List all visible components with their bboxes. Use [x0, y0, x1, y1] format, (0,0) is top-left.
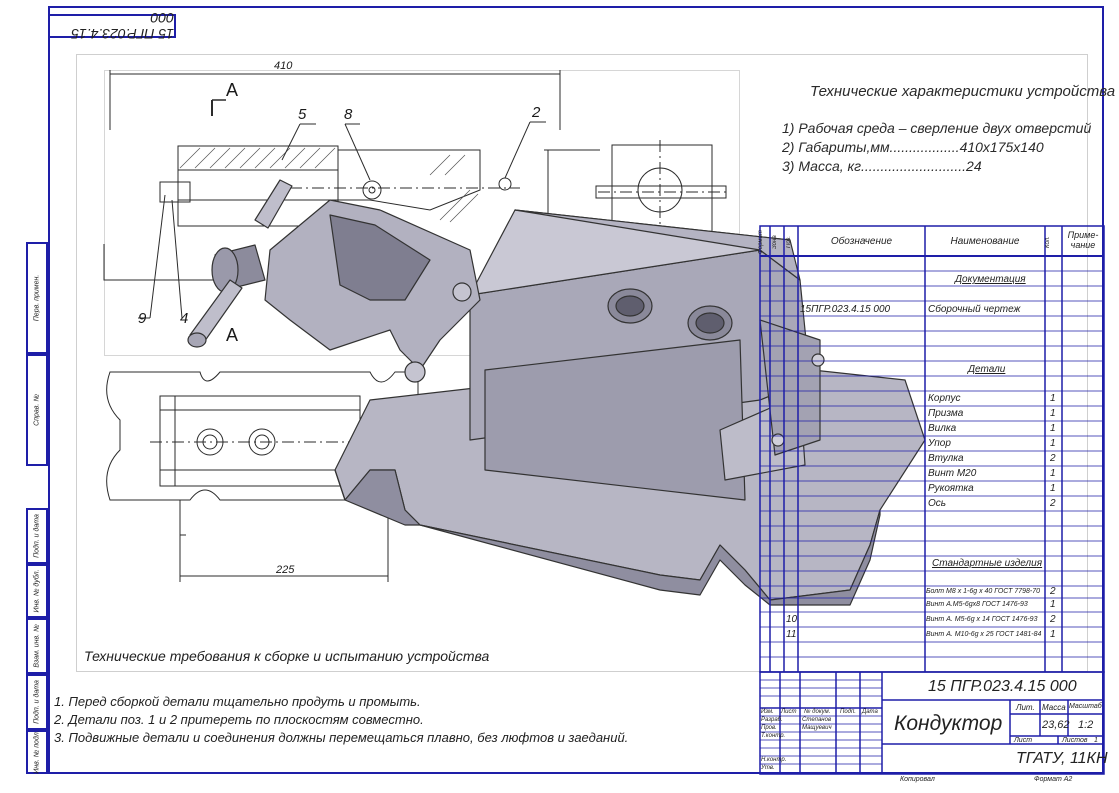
- bom-std-qty: 2: [1050, 586, 1056, 597]
- bom-part-qty: 1: [1050, 408, 1056, 419]
- tb-person: Степанов: [802, 717, 832, 723]
- bom-header-note: Приме-чание: [1067, 230, 1099, 250]
- bom-std-pos: 11: [786, 629, 797, 640]
- bom-std-name: Винт А. М5-6g х 14 ГОСТ 1476-93: [926, 616, 1038, 623]
- bom-part-qty: 2: [1050, 498, 1056, 509]
- left-strip-cell: Подп. и дата: [26, 508, 48, 564]
- bom-header-format: Формат: [758, 230, 764, 254]
- bom-part-name: Втулка: [928, 453, 964, 464]
- title-block-sheets: 1: [1094, 737, 1098, 744]
- bom-std-name: Винт А.М5-6gх8 ГОСТ 1476-93: [926, 601, 1028, 608]
- callout-8: 8: [344, 106, 353, 123]
- left-strip-cell: Инв. № дубл.: [26, 564, 48, 618]
- tb-person: Мащуевич: [802, 725, 832, 731]
- bom-std-qty: 1: [1050, 599, 1056, 610]
- bom-header-pos: Поз.: [786, 235, 792, 249]
- tb-role: Н.контр.: [761, 757, 787, 763]
- drawing-frame: [48, 6, 1104, 774]
- bom-std-name: Винт А. М10-6g х 25 ГОСТ 1481-84: [926, 631, 1042, 638]
- bom-std-qty: 2: [1050, 614, 1056, 625]
- bom-doc-name: Сборочный чертеж: [928, 304, 1021, 315]
- dim-bottom: 225: [276, 564, 295, 576]
- tb-format: Формат А2: [1034, 776, 1073, 783]
- bom-part-name: Вилка: [928, 423, 957, 434]
- bom-part-name: Упор: [928, 438, 951, 449]
- bom-part-name: Винт М20: [928, 468, 977, 479]
- left-strip-cell: Подп. и дата: [26, 674, 48, 730]
- dim-total: 410: [274, 60, 293, 72]
- sheet-boundary: [76, 54, 1088, 672]
- tb-role: Пров.: [761, 725, 777, 731]
- section-label-2: А: [226, 325, 239, 345]
- requirement-item: 2. Детали поз. 1 и 2 притереть по плоско…: [54, 712, 424, 727]
- bom-std-name: Болт М8 х 1-6g х 40 ГОСТ 7798-70: [926, 588, 1041, 595]
- title-block-lit-label: Лит.: [1016, 703, 1035, 712]
- title-block-org: ТГАТУ, 11КН: [1016, 750, 1108, 767]
- tb-role: Разраб.: [761, 717, 783, 723]
- title-block-mass: 23,62: [1042, 719, 1070, 731]
- requirements-title: Технические требования к сборке и испыта…: [84, 648, 490, 664]
- left-strip-cell: Взам. инв. №: [26, 618, 48, 674]
- callout-4: 4: [180, 310, 189, 327]
- tb-col-label: Лист: [781, 709, 797, 715]
- left-strip-cell: Перв. примен.: [26, 242, 48, 354]
- bom-part-name: Рукоятка: [928, 483, 974, 494]
- title-block-sheets-label: Листов: [1062, 737, 1088, 744]
- section-label: А: [226, 80, 239, 100]
- tb-role: Т.контр.: [761, 733, 786, 739]
- tb-col-label: Подп.: [840, 709, 856, 715]
- tb-role: Утв.: [761, 765, 775, 771]
- bom-part-name: Ось: [928, 498, 947, 509]
- bom-part-qty: 1: [1050, 468, 1056, 479]
- specs-title: Технические характеристики устройства: [810, 83, 1116, 100]
- title-block-scale: 1:2: [1078, 719, 1094, 731]
- tb-col-label: № докум.: [804, 709, 831, 715]
- tb-col-label: Изм.: [761, 709, 774, 715]
- bom-section-std: Стандартные изделия: [932, 558, 1043, 569]
- bom-part-name: Корпус: [928, 393, 961, 404]
- bom-std-qty: 1: [1050, 629, 1056, 640]
- tb-col-label: Дата: [862, 709, 878, 715]
- callout-2: 2: [532, 104, 541, 121]
- bom-part-qty: 1: [1050, 483, 1056, 494]
- callout-9: 9: [138, 310, 147, 327]
- requirement-item: 1. Перед сборкой детали тщательно продут…: [54, 694, 421, 709]
- spec-line: 1) Рабочая среда – сверление двух отверс…: [782, 120, 1092, 136]
- bom-part-name: Призма: [928, 408, 964, 419]
- title-block-name: Кондуктор: [894, 712, 1003, 735]
- title-block-mass-label: Масса: [1042, 703, 1066, 712]
- bom-part-qty: 1: [1050, 438, 1056, 449]
- bom-header-name: Наименование: [950, 236, 1020, 247]
- bom-header-designation: Обозначение: [830, 236, 893, 247]
- spec-line: 2) Габариты,мм..................410х175х…: [782, 139, 1044, 155]
- bom-doc-designation: 15ПГР.023.4.15 000: [800, 304, 891, 315]
- bom-header-qty: Кол.: [1045, 236, 1051, 248]
- bom-part-qty: 2: [1050, 453, 1056, 464]
- bom-std-pos: 10: [786, 614, 798, 625]
- callout-5: 5: [298, 106, 307, 123]
- bom-part-qty: 1: [1050, 423, 1056, 434]
- spec-line: 3) Масса, кг...........................2…: [782, 158, 982, 174]
- bom-part-qty: 1: [1050, 393, 1056, 404]
- left-strip-cell: Справ. №: [26, 354, 48, 466]
- bom-section-parts: Детали: [968, 364, 1006, 375]
- title-block-code: 15 ПГР.023.4.15 000: [928, 678, 1077, 695]
- bom-header-zone: Зона: [772, 235, 778, 249]
- tb-copied: Копировал: [900, 776, 935, 783]
- bom-section-docs: Документация: [955, 274, 1026, 285]
- title-block-scale-label: Масштаб: [1069, 703, 1102, 710]
- left-strip-cell: Инв. № подл.: [26, 730, 48, 774]
- requirement-item: 3. Подвижные детали и соединения должны …: [54, 730, 629, 745]
- title-block-sheet-label: Лист: [1014, 737, 1033, 744]
